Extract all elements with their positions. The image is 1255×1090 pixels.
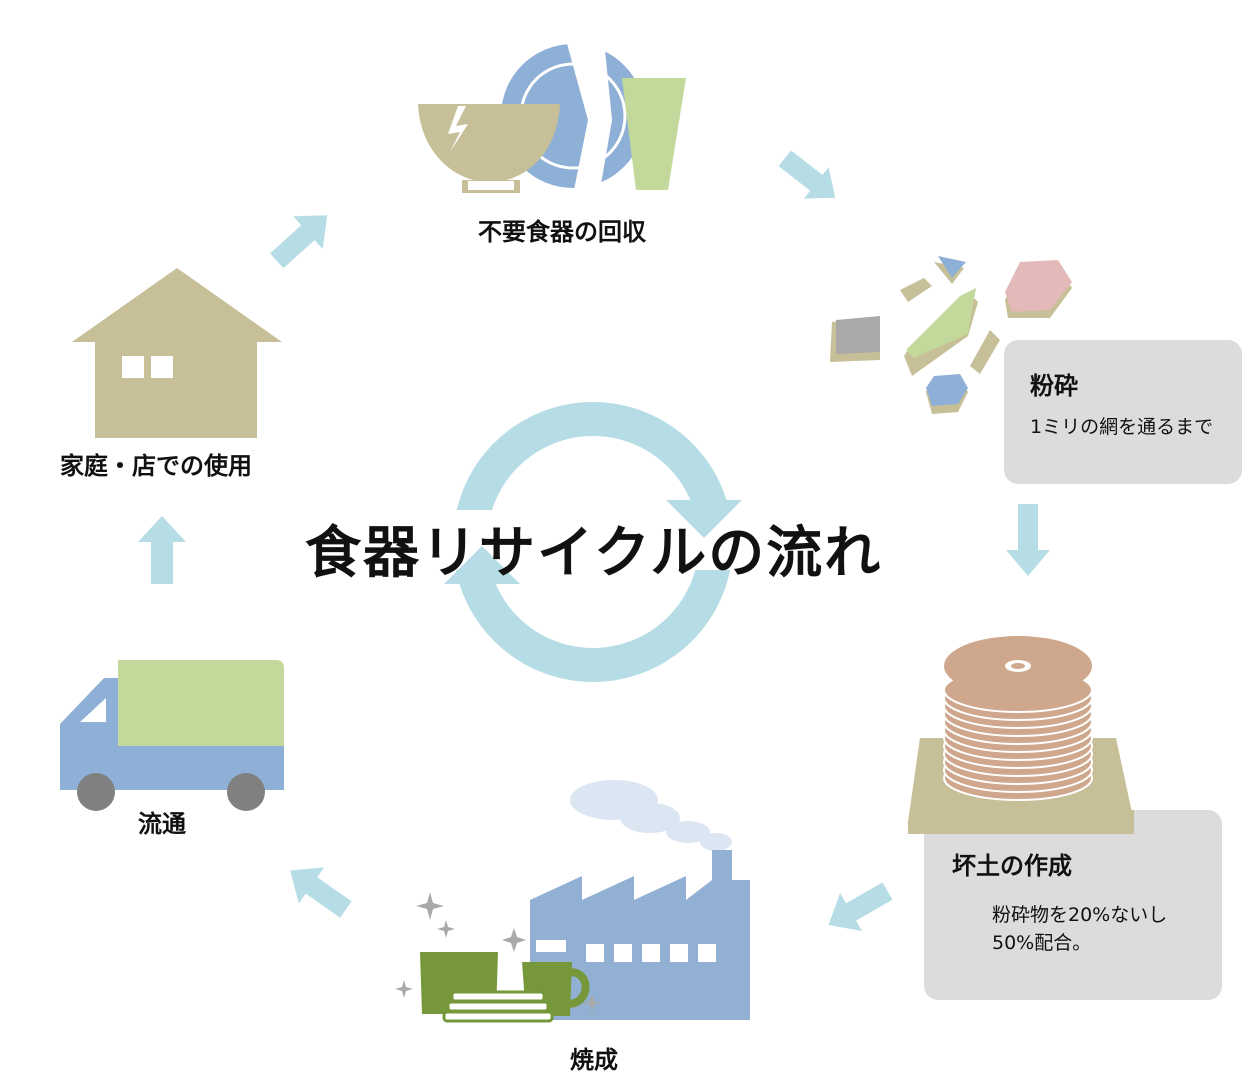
distribution-label: 流通 (138, 810, 186, 838)
broken-dishes-icon (418, 40, 686, 193)
crushed-fragments-icon (830, 256, 1072, 414)
clay-box (924, 810, 1222, 1000)
flow-arrows (138, 150, 1050, 932)
arrow-clay-to-firing-icon (828, 882, 893, 932)
crushing-note: 1ミリの網を通るまで (1030, 416, 1214, 438)
truck-icon (60, 660, 284, 811)
arrow-usage-to-collection-icon (270, 215, 328, 269)
arrow-collection-to-crushing-icon (778, 150, 836, 199)
arrow-distribution-to-usage-icon (138, 516, 186, 584)
diagram-title: 食器リサイクルの流れ (305, 520, 883, 586)
crushing-title: 粉砕 (1030, 372, 1078, 400)
clay-note-line1: 粉砕物を20%ないし (992, 904, 1168, 926)
house-icon (72, 268, 282, 438)
crushing-box (1004, 340, 1242, 484)
arrow-firing-to-distribution-icon (290, 867, 352, 918)
fired-tableware-icon (420, 952, 590, 1023)
firing-label: 焼成 (570, 1046, 618, 1074)
cycle-arrows-icon (440, 402, 742, 682)
usage-label: 家庭・店での使用 (60, 452, 252, 480)
sparkle-icon (395, 892, 601, 1012)
clay-stack-icon (908, 636, 1134, 834)
collection-label: 不要食器の回収 (478, 218, 646, 246)
clay-title: 坏土の作成 (952, 852, 1072, 880)
arrow-crushing-to-clay-icon (1006, 504, 1050, 576)
clay-note-line2: 50%配合。 (992, 932, 1092, 954)
